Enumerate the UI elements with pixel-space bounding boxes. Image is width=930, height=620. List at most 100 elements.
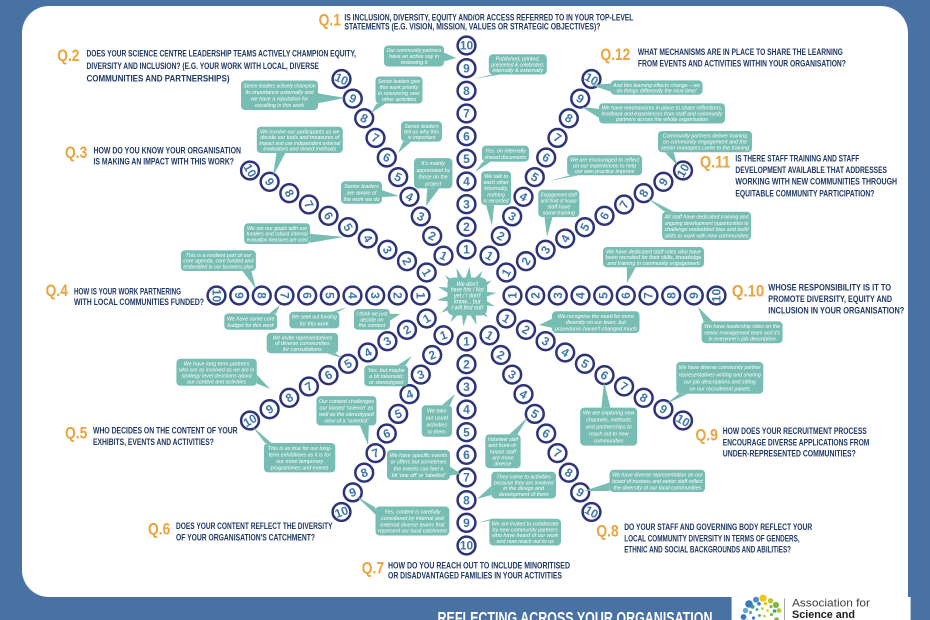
svg-text:diverse: diverse (494, 462, 512, 468)
svg-text:on our experiences to help: on our experiences to help (573, 163, 637, 169)
svg-text:its importance externally and: its importance externally and (245, 90, 314, 96)
svg-text:the events can feel a: the events can feel a (394, 466, 444, 472)
svg-text:1: 1 (506, 292, 520, 299)
svg-text:house staff: house staff (490, 449, 517, 455)
svg-text:IS MAKING AN IMPACT WITH THIS: IS MAKING AN IMPACT WITH THIS WORK? (94, 157, 235, 167)
svg-text:3: 3 (463, 197, 470, 211)
svg-text:evaluators and mixed methods: evaluators and mixed methods (263, 147, 336, 153)
svg-text:Q.2: Q.2 (57, 46, 79, 65)
svg-text:skills to work with new commun: skills to work with new communities (665, 233, 749, 239)
svg-text:4: 4 (463, 175, 470, 189)
svg-text:FROM EVENTS AND ACTIVITIES WIT: FROM EVENTS AND ACTIVITIES WITHIN YOUR O… (638, 59, 846, 69)
svg-text:HOW IS YOUR WORK PARTNERING: HOW IS YOUR WORK PARTNERING (74, 287, 181, 297)
svg-text:our usual: our usual (426, 416, 449, 422)
svg-text:is important: is important (408, 135, 436, 141)
svg-text:appreciated by: appreciated by (417, 168, 451, 174)
svg-text:bit 'one off' or 'labelled': bit 'one off' or 'labelled' (392, 473, 446, 479)
svg-text:OR DISADVANTAGED FAMILIES IN Y: OR DISADVANTAGED FAMILIES IN YOUR ACTIVI… (388, 571, 562, 581)
svg-text:Senior leaders give: Senior leaders give (378, 79, 421, 85)
svg-text:This is as true for our long-: This is as true for our long- (268, 446, 332, 452)
svg-text:Yes, content is carefully: Yes, content is carefully (384, 509, 441, 515)
svg-text:other activities: other activities (382, 97, 416, 103)
svg-text:Our community partners: Our community partners (387, 48, 442, 54)
svg-text:We are invited to collaborate: We are invited to collaborate (492, 521, 559, 527)
svg-text:are more: are more (492, 456, 514, 462)
svg-text:We have leadership roles on th: We have leadership roles on the (704, 324, 781, 330)
svg-text:4: 4 (463, 403, 470, 417)
svg-text:HOW DO YOU KNOW YOUR ORGANISAT: HOW DO YOU KNOW YOUR ORGANISATION (94, 146, 242, 156)
svg-text:board of trustees and senior s: board of trustees and senior staff refle… (612, 479, 703, 485)
svg-text:3: 3 (415, 367, 426, 383)
svg-text:feedback and experiences from: feedback and experiences from staff and … (602, 111, 724, 117)
svg-text:3: 3 (463, 380, 470, 394)
svg-text:we have a reputation for: we have a reputation for (251, 97, 309, 103)
svg-text:We have dedicated staff roles: We have dedicated staff roles who have (606, 250, 701, 256)
svg-text:reach out to new: reach out to new (589, 432, 629, 438)
svg-text:10: 10 (674, 411, 693, 430)
svg-text:Q.12: Q.12 (601, 45, 631, 64)
svg-text:DOES YOUR CONTENT REFLECT THE: DOES YOUR CONTENT REFLECT THE DIVERSITY (176, 521, 333, 531)
svg-text:the work we do: the work we do (344, 197, 381, 203)
svg-text:STATEMENTS (E.G. VISION, MISSI: STATEMENTS (E.G. VISION, MISSION, VALUES… (344, 22, 600, 32)
svg-text:I think we just: I think we just (356, 312, 387, 318)
svg-text:core agenda, core funded and: core agenda, core funded and (183, 259, 254, 265)
svg-text:Engagement staff: Engagement staff (541, 192, 578, 198)
svg-text:presented & celebrated,: presented & celebrated, (490, 62, 544, 68)
svg-text:We involve our participants as: We involve our participants as we (260, 129, 340, 135)
svg-text:who are as involved as we are: who are as involved as we are in (179, 367, 255, 373)
svg-text:know... but: know... but (454, 300, 481, 306)
svg-text:10: 10 (333, 503, 351, 521)
svg-text:5: 5 (323, 292, 337, 299)
svg-text:decide on: decide on (360, 317, 384, 323)
svg-text:DOES YOUR SCIENCE CENTRE LEADE: DOES YOUR SCIENCE CENTRE LEADERSHIP TEAM… (87, 48, 357, 58)
svg-text:ETHNIC AND SOCIAL BACKGROUNDS: ETHNIC AND SOCIAL BACKGROUNDS AND ABILIT… (624, 544, 791, 554)
svg-text:2: 2 (391, 292, 405, 299)
svg-text:considered by internal and: considered by internal and (381, 516, 444, 522)
svg-text:are aware of: are aware of (347, 191, 378, 197)
svg-text:All staff have dedicated train: All staff have dedicated training and (664, 215, 750, 221)
svg-text:2: 2 (528, 292, 542, 299)
svg-text:communities: communities (594, 439, 624, 445)
svg-text:senior managers come to the tr: senior managers come to the training (661, 146, 750, 152)
svg-text:in resourcing over: in resourcing over (378, 91, 421, 97)
svg-text:This is a resilient part of ou: This is a resilient part of our (186, 253, 253, 259)
svg-text:9: 9 (347, 485, 358, 501)
svg-text:7: 7 (642, 292, 656, 299)
svg-text:for consultations: for consultations (283, 347, 322, 353)
svg-text:ongoing development opportunit: ongoing development opportunities to (665, 221, 750, 227)
svg-text:10: 10 (241, 161, 260, 180)
svg-text:activities: activities (427, 423, 448, 429)
svg-text:DEVELOPMENT AVAILABLE THAT ADD: DEVELOPMENT AVAILABLE THAT ADDRESSES (735, 165, 887, 175)
svg-text:REFLECTING ACROSS YOUR ORGANIS: REFLECTING ACROSS YOUR ORGANISATION (438, 609, 713, 620)
svg-text:6: 6 (463, 129, 470, 143)
svg-text:external diverse teams that: external diverse teams that (380, 522, 445, 528)
svg-text:2: 2 (427, 347, 438, 363)
svg-text:decide our tools and measures: decide our tools and measures of (260, 135, 340, 141)
svg-text:Community partners deliver tra: Community partners deliver training (663, 134, 748, 140)
svg-text:We have specific events: We have specific events (390, 453, 448, 459)
svg-text:development of them: development of them (499, 492, 549, 498)
svg-text:internally & externally: internally & externally (492, 68, 544, 74)
svg-text:ENCOURAGE DIVERSE APPLICATIONS: ENCOURAGE DIVERSE APPLICATIONS FROM (723, 437, 870, 447)
svg-text:5: 5 (393, 406, 404, 422)
svg-text:9: 9 (463, 516, 470, 530)
svg-text:6: 6 (463, 448, 470, 462)
svg-text:procedures haven't changed muc: procedures haven't changed much (554, 326, 637, 332)
svg-text:a bit tokenistic: a bit tokenistic (369, 374, 403, 380)
svg-text:We are encouraged to reflect: We are encouraged to reflect (570, 158, 639, 164)
svg-text:10: 10 (710, 289, 724, 303)
svg-text:10: 10 (582, 70, 601, 89)
svg-text:7: 7 (277, 292, 291, 299)
svg-text:DO YOUR STAFF AND GOVERNING BO: DO YOUR STAFF AND GOVERNING BODY REFLECT… (624, 522, 812, 532)
svg-text:And this learning effects chan: And this learning effects change – we (612, 83, 701, 89)
svg-text:8: 8 (359, 465, 370, 481)
svg-text:We have diverse representation: We have diverse representation on our (612, 473, 703, 479)
svg-text:7: 7 (370, 445, 381, 461)
svg-text:our more temporary: our more temporary (276, 459, 324, 465)
svg-text:10: 10 (582, 503, 601, 522)
svg-text:Q.4: Q.4 (46, 281, 69, 300)
svg-text:3: 3 (551, 292, 565, 299)
svg-text:PROMOTE DIVERSITY, EQUITY AND: PROMOTE DIVERSITY, EQUITY AND (768, 294, 892, 304)
svg-text:7: 7 (463, 471, 470, 485)
svg-text:our content and activities: our content and activities (187, 379, 246, 385)
